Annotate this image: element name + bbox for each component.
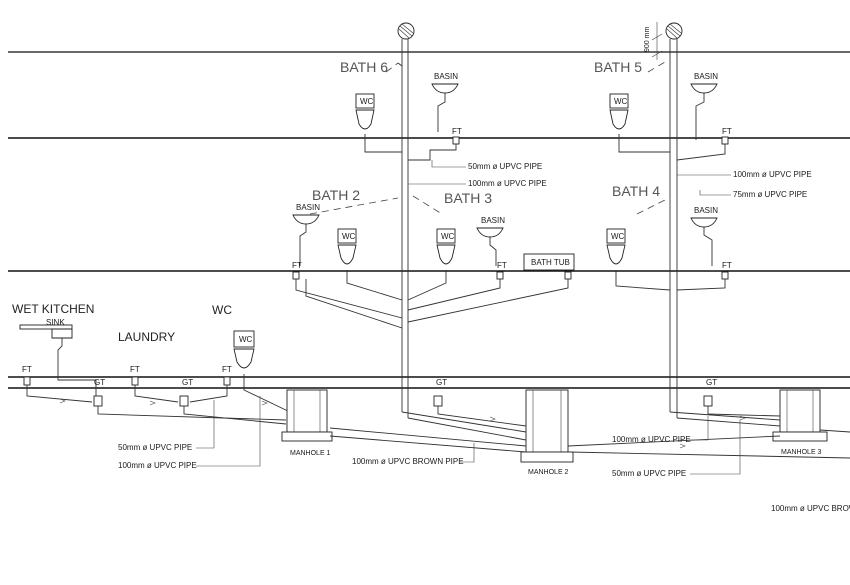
basin-icon	[690, 83, 718, 94]
svg-text:WC: WC	[360, 97, 374, 106]
ft-label: FT	[722, 261, 732, 270]
ft-label: FT	[452, 127, 462, 136]
gt-label: GT	[94, 378, 105, 387]
wet-kitchen-label: WET KITCHEN	[12, 302, 94, 316]
wc-bowl-icon	[233, 348, 255, 369]
ft-label: FT	[292, 261, 302, 270]
basin-icon	[690, 217, 718, 228]
basin-icon	[431, 83, 459, 94]
manhole-3-label: MANHOLE 3	[781, 449, 822, 456]
bath2-3-group: BASIN WC WC BASIN BATH TUB FT FT	[292, 195, 575, 329]
svg-text:WC: WC	[239, 335, 253, 344]
basin-label: BASIN	[296, 203, 320, 212]
basin-label: BASIN	[694, 72, 718, 81]
callout-100mm-right: 100mm ø UPVC PIPE	[612, 435, 691, 444]
callouts: 50mm ø UPVC PIPE 100mm ø UPVC PIPE 100mm…	[118, 160, 850, 513]
gt-label: GT	[436, 378, 447, 387]
bath-5-label: BATH 5	[594, 59, 642, 75]
laundry-label: LAUNDRY	[118, 330, 175, 344]
callout-50mm-right: 50mm ø UPVC PIPE	[612, 469, 686, 478]
bath-6-label: BATH 6	[340, 59, 388, 75]
sink-counter-icon	[19, 324, 73, 330]
dimension-900: 900 mm	[644, 22, 663, 60]
sink-label: SINK	[46, 318, 65, 327]
gt-label: GT	[182, 378, 193, 387]
svg-text:WC: WC	[611, 232, 625, 241]
ft-label: FT	[222, 365, 232, 374]
callout-100mm-upvc: 100mm ø UPVC PIPE	[468, 179, 547, 188]
basin-icon	[476, 227, 504, 238]
basin-label: BASIN	[694, 206, 718, 215]
wc-bowl-icon	[355, 109, 375, 130]
wc-icon	[606, 228, 626, 244]
bath-2-label: BATH 2	[312, 187, 360, 203]
wc-icon	[609, 93, 629, 109]
callout-100mm-brown-right: 100mm ø UPVC BROWN	[771, 504, 850, 513]
manhole-3: MANHOLE 3	[772, 389, 828, 456]
ft-label: FT	[22, 365, 32, 374]
wc-bowl-icon	[609, 109, 629, 130]
gt-label: GT	[706, 378, 717, 387]
svg-text:WC: WC	[342, 232, 356, 241]
ground-left-group: WET KITCHEN SINK LAUNDRY WC WC FT FT FT …	[12, 302, 291, 425]
bath-tub-label: BATH TUB	[531, 258, 570, 267]
wc-bowl-icon	[606, 244, 626, 265]
wc-icon	[233, 330, 255, 348]
bath5-group: WC BASIN FT	[609, 61, 732, 161]
stack-right	[669, 39, 678, 418]
wc-ground-label: WC	[212, 303, 232, 317]
callout-50mm-upvc: 50mm ø UPVC PIPE	[468, 162, 542, 171]
wc-bowl-icon	[436, 244, 456, 265]
stack-left	[401, 39, 409, 418]
ft-label: FT	[722, 127, 732, 136]
wc-icon	[337, 228, 357, 244]
manhole-2: MANHOLE 2	[520, 389, 574, 476]
ft-label: FT	[130, 365, 140, 374]
wc-icon	[436, 228, 456, 244]
manhole-2-label: MANHOLE 2	[528, 469, 569, 476]
wc-icon	[355, 93, 375, 109]
bath-tub-icon	[523, 253, 575, 271]
sink-icon	[51, 328, 73, 339]
basin-label: BASIN	[481, 216, 505, 225]
gully-trap-icon	[703, 395, 713, 407]
bath-3-label: BATH 3	[444, 190, 492, 206]
ft-label: FT	[497, 261, 507, 270]
basin-label: BASIN	[434, 72, 458, 81]
svg-text:WC: WC	[441, 232, 455, 241]
dim-900-label: 900 mm	[644, 27, 651, 52]
gully-trap-icon	[179, 395, 189, 407]
svg-text:WC: WC	[614, 97, 628, 106]
callout-100mm-left: 100mm ø UPVC PIPE	[118, 461, 197, 470]
manhole-1: MANHOLE 1	[281, 389, 333, 457]
callout-75mm-upvc: 75mm ø UPVC PIPE	[733, 190, 807, 199]
gully-trap-icon	[93, 395, 103, 407]
callout-100mm-brown-mid: 100mm ø UPVC BROWN PIPE	[352, 457, 464, 466]
ground-drains: GT GT	[329, 378, 850, 459]
manhole-1-label: MANHOLE 1	[290, 450, 331, 457]
vent-cap-right-icon	[665, 22, 683, 40]
gully-trap-icon	[433, 395, 443, 407]
callout-50mm-left: 50mm ø UPVC PIPE	[118, 443, 192, 452]
basin-icon	[292, 214, 320, 225]
bath4-group: WC BASIN FT	[606, 199, 732, 291]
bath-4-label: BATH 4	[612, 183, 660, 199]
bath6-group: WC BASIN FT	[355, 62, 462, 161]
wc-bowl-icon	[337, 244, 357, 265]
vent-cap-left-icon	[397, 22, 415, 40]
floor-lines	[8, 51, 850, 389]
callout-100mm-upvc-right: 100mm ø UPVC PIPE	[733, 170, 812, 179]
